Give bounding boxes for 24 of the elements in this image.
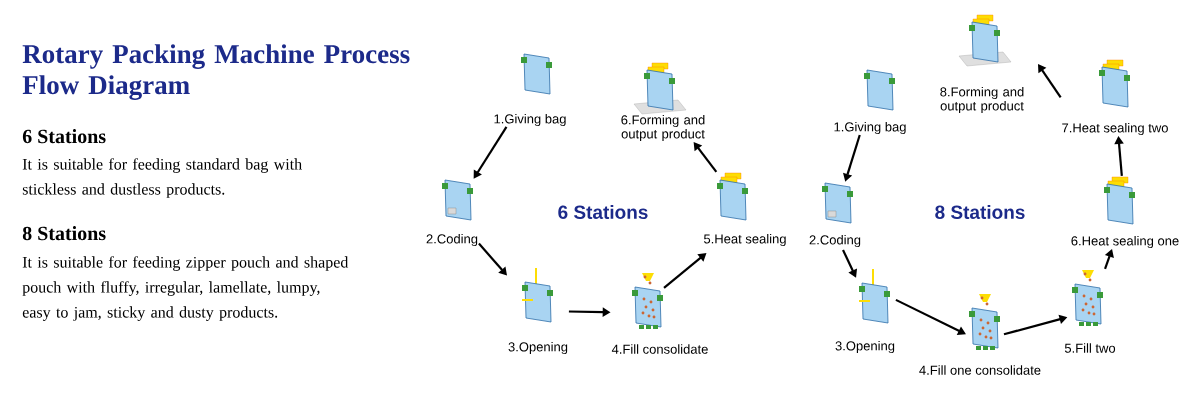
station-label: 6.Heat sealing one <box>1071 235 1179 249</box>
station-label: 3.Opening <box>508 341 568 355</box>
station-label: 4.Fill one consolidate <box>919 365 1041 375</box>
station-label: 2.Coding <box>426 233 478 247</box>
station-count: 6 Stations <box>558 205 648 219</box>
title: Rotary Packing Machine Process Flow Diagram <box>22 44 410 100</box>
description: It is suitable for feeding zipper pouch and shaped pouch with fluffy, irregular, lamellate, lumpy, easy to jam, sticky and dusty products. <box>22 256 349 321</box>
description: It is suitable for feeding standard bag with stickless and dustless products. <box>22 158 302 198</box>
station-label: 8.Forming and output product <box>940 86 1024 114</box>
section-heading: 6 Stations <box>22 129 106 144</box>
station-label: 2.Coding <box>809 234 861 248</box>
station-count: 8 Stations <box>935 205 1025 219</box>
arrow <box>1104 249 1114 270</box>
station-label: 7.Heat sealing two <box>1062 122 1168 136</box>
station-label: 1.Giving bag <box>494 113 566 127</box>
station-label: 4.Fill consolidate <box>611 344 708 354</box>
section-heading: 8 Stations <box>22 226 106 241</box>
station-label: 5.Fill two <box>1064 343 1116 353</box>
arrow <box>693 142 718 173</box>
station-label: 5.Heat sealing <box>703 233 786 247</box>
station-label: 1.Giving bag <box>834 121 906 135</box>
station-label: 6.Forming and output product <box>621 114 705 142</box>
station-label: 3.Opening <box>835 340 895 354</box>
arrow <box>473 126 508 179</box>
